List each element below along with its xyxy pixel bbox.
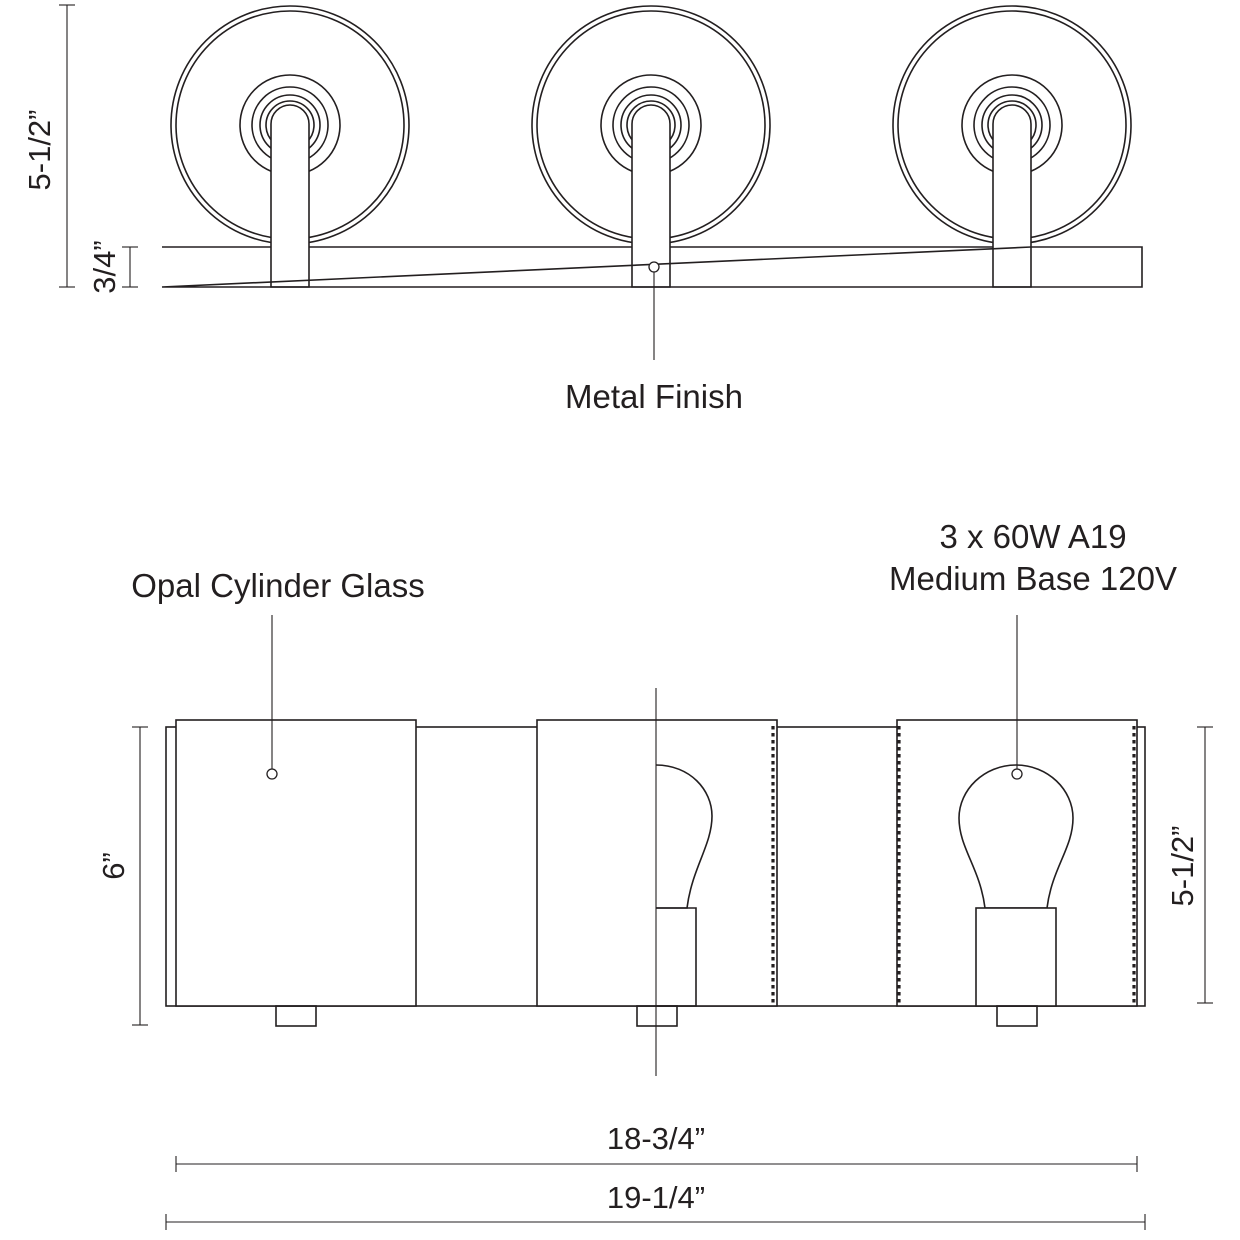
finish-callout-dot: [648, 261, 660, 273]
finish-label: Metal Finish: [565, 378, 743, 415]
backplate-dimension: 3/4”: [87, 240, 138, 294]
bulb-label-line2: Medium Base 120V: [889, 560, 1177, 597]
bulb-label-line1: 3 x 60W A19: [939, 518, 1126, 555]
overall-height-label: 6”: [96, 852, 131, 880]
top-height-dimension: 5-1/2”: [22, 4, 75, 288]
bulb-callout-dot: [1011, 768, 1023, 780]
shade-span-label: 18-3/4”: [607, 1121, 705, 1156]
bulb-half-2: [655, 764, 713, 909]
shade-front-2: [536, 719, 778, 1007]
top-view: 5-1/2” 3/4”: [22, 4, 1143, 415]
front-view: Opal Cylinder Glass 3 x 60W A19 Medium B…: [96, 518, 1213, 1230]
shade-height-dimension: 5-1/2”: [1165, 726, 1213, 1004]
foot-2: [636, 1005, 678, 1027]
glass-label: Opal Cylinder Glass: [131, 567, 424, 604]
shade-front-1: [175, 719, 417, 1007]
socket-3: [975, 907, 1057, 1007]
overall-height-dimension: 6”: [96, 726, 148, 1026]
shade-span-dimension: 18-3/4”: [175, 1121, 1138, 1172]
shade-height-label: 5-1/2”: [1165, 826, 1200, 907]
foot-1: [275, 1005, 317, 1027]
backplate-top: [161, 246, 1143, 288]
foot-3: [996, 1005, 1038, 1027]
glass-callout-dot: [266, 768, 278, 780]
top-height-label: 5-1/2”: [22, 110, 57, 191]
backplate-dimension-label: 3/4”: [87, 240, 122, 293]
arm-top-1: [270, 104, 310, 288]
overall-width-dimension: 19-1/4”: [165, 1180, 1146, 1230]
arm-top-3: [992, 104, 1032, 288]
overall-width-label: 19-1/4”: [607, 1180, 705, 1215]
arm-top-2: [631, 104, 671, 288]
